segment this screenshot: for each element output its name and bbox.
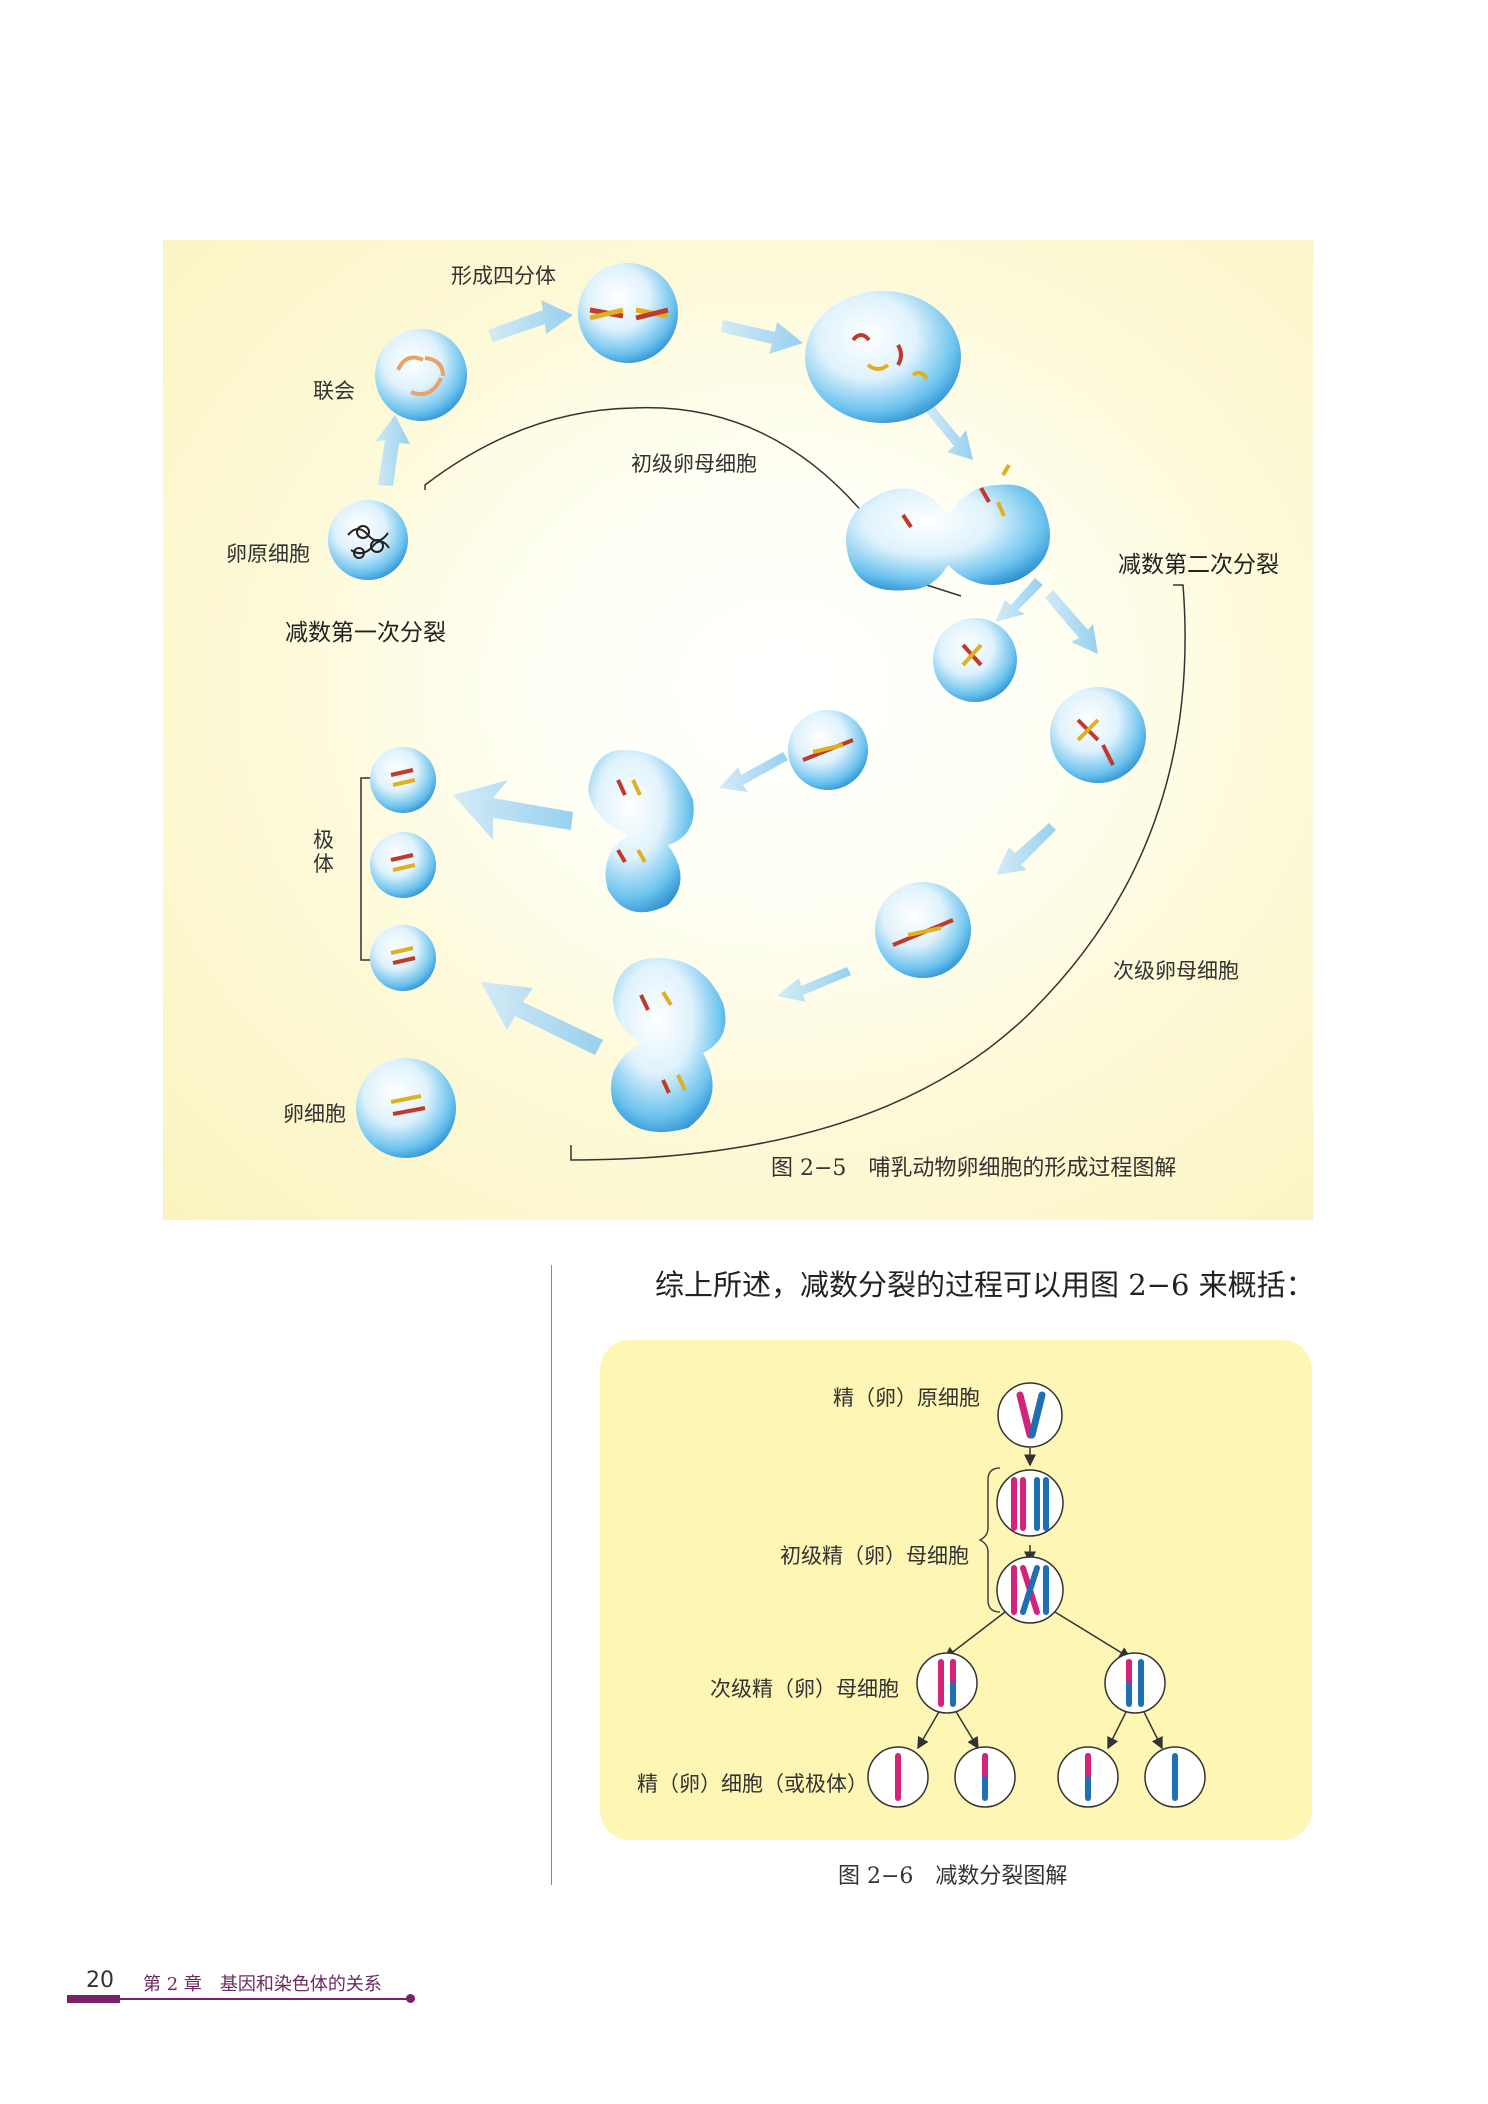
secondary-cell-label: 次级精（卵）母细胞 [710, 1677, 899, 1701]
secondary-oocyte-cell [1050, 687, 1146, 783]
synapsis-cell [375, 329, 467, 421]
gamete-label: 精（卵）细胞（或极体） [637, 1772, 868, 1796]
polar-body-label: 极体 [313, 828, 334, 876]
polar-body-2 [370, 832, 436, 898]
margin-divider [551, 1265, 552, 1885]
metaphase1-cell [805, 291, 961, 423]
figure-2-5-caption: 图 2−5 哺乳动物卵细胞的形成过程图解 [771, 1156, 1177, 1181]
synapsis-label: 联会 [313, 379, 355, 403]
meiosis2-label: 减数第二次分裂 [1118, 552, 1279, 578]
anaphase1-cell [846, 484, 1050, 591]
figure-2-5-panel: 形成四分体 联会 卵原细胞 减数第一次分裂 初级卵母细胞 减数第二次分裂 极体 … [163, 240, 1313, 1220]
primary-cell-label: 初级精（卵）母细胞 [780, 1544, 969, 1568]
polar-body-anaphase2 [588, 750, 694, 913]
egg-label: 卵细胞 [283, 1102, 346, 1126]
footer-rule [120, 1998, 410, 2000]
oocyte-formation-diagram [328, 263, 1186, 1161]
secondary-oocyte-label: 次级卵母细胞 [1113, 959, 1239, 983]
meiosis1-label: 减数第一次分裂 [285, 620, 446, 646]
flow-arrows [375, 300, 1098, 1055]
primary-oocyte-label: 初级卵母细胞 [631, 452, 757, 476]
figure-2-6-caption: 图 2−6 减数分裂图解 [838, 1864, 1068, 1889]
figure-2-6-panel: 精（卵）原细胞 初级精（卵）母细胞 次级精（卵）母细胞 精（卵）细胞（或极体） [600, 1340, 1312, 1840]
polar-body-1 [370, 747, 436, 813]
primary-oocyte-bracket [424, 406, 962, 597]
summary-paragraph: 综上所述，减数分裂的过程可以用图 2−6 来概括： [655, 1268, 1315, 1302]
primary-brace [978, 1467, 1001, 1613]
polar-body-3 [370, 925, 436, 991]
footer-bar [67, 1995, 120, 2003]
secondary-oocyte-anaphase2 [611, 958, 726, 1133]
spermatogonium-label: 精（卵）原细胞 [833, 1386, 980, 1410]
chapter-title: 第 2 章 基因和染色体的关系 [143, 1974, 382, 1995]
tetrad-cell [578, 263, 678, 363]
lineage-arrows [917, 1448, 1163, 1750]
footer-dot [406, 1994, 415, 2003]
secondary-oocyte-bracket [570, 584, 1186, 1161]
cell-circles [867, 1382, 1206, 1808]
egg-cell [356, 1058, 456, 1158]
polar-body-bracket [360, 777, 375, 961]
oogonium-cell [328, 500, 408, 580]
tetrad-label: 形成四分体 [451, 264, 556, 288]
meiosis-diagram [867, 1382, 1206, 1808]
oogonium-label: 卵原细胞 [226, 542, 310, 566]
chromosomes [895, 1391, 1178, 1801]
page-number: 20 [86, 1968, 114, 1993]
cells [328, 263, 1146, 1158]
